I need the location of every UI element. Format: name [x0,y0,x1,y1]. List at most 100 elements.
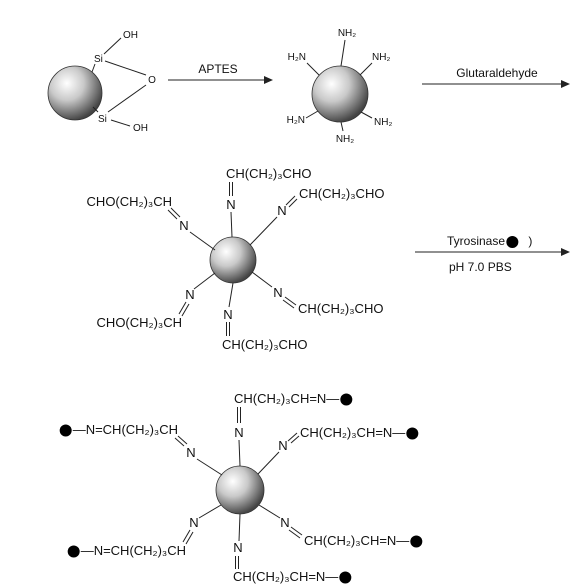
double-bond-line [284,296,297,306]
aldehyde-arm-right-bottom: CH(CH₂)₃CHO [298,301,383,316]
double-bond-line [287,432,298,442]
double-bond-line [285,195,296,206]
bond-line [340,39,346,67]
bond-line [340,121,344,132]
bond-line [230,211,233,238]
enzyme-arm-right-top: CH(CH₂)₃CH=N— [300,425,405,440]
reaction-arrow-aptes: APTES [168,62,273,84]
bond-line [198,504,222,519]
double-bond-line [290,526,303,536]
enzyme-arm-bottom: CH(CH₂)₃CH=N— [233,569,338,584]
double-bond-line [167,209,178,220]
bond-line [257,451,280,475]
enzyme-dot [410,535,423,548]
si-upper-label: Si [94,54,103,65]
bond-line [251,271,273,288]
immobilized-particle [215,465,265,515]
aminated-particle [311,65,369,123]
imine-nitrogen-label: N [233,540,242,555]
aldehyde-arm-top: CH(CH₂)₃CHO [226,166,311,181]
enzyme-dot [406,427,419,440]
bond-line [103,37,122,55]
double-bond-line [178,301,187,315]
imine-nitrogen-label: N [277,203,286,218]
arrowhead [561,80,570,88]
activated-particle [209,236,257,284]
aminated-structure: NH₂ H₂N NH₂ H₂N NH₂ NH₂ [287,28,393,145]
imine-nitrogen-label: N [185,287,194,302]
imine-nitrogen-label: N [223,307,232,322]
bond-line [305,110,319,119]
imine-nitrogen-label: N [189,515,198,530]
reagent-label-aptes: APTES [198,62,237,76]
enzyme-dot [506,236,519,248]
double-bond-line [182,529,191,543]
double-bond-line [177,435,188,445]
amine-group-left-bottom: H₂N [287,115,305,126]
activated-structure: CH(CH₂)₃CHO N CHO(CH₂)₃CH N N CH(CH₂)₃CH… [87,166,385,352]
bond-line [228,282,234,308]
imine-nitrogen-label: N [186,445,195,460]
bridging-oxygen-label: O [148,75,156,86]
arrowhead [264,76,273,84]
double-bond-line [288,198,298,208]
double-bond-line [185,531,194,545]
imine-nitrogen-label: N [234,425,243,440]
imine-nitrogen-label: N [280,515,289,530]
bond-line [107,84,147,113]
bond-line [238,439,241,467]
enzyme-arm-right-bottom: CH(CH₂)₃CH=N— [304,533,409,548]
bond-line [359,62,373,76]
enzyme-dot [340,393,353,406]
condition-label: pH 7.0 PBS [449,260,512,274]
bond-line [249,216,278,246]
reagent-label-glutaraldehyde: Glutaraldehyde [456,66,538,80]
immobilized-structure: CH(CH₂)₃CH=N— N —N=CH(CH₂)₃CH N N CH(CH₂… [59,391,423,584]
hydroxyl-upper-label: OH [123,30,138,41]
enzyme-arm-top: CH(CH₂)₃CH=N— [234,391,339,406]
arrowhead [561,248,570,256]
si-lower-label: Si [98,114,107,125]
imine-nitrogen-label: N [179,218,188,233]
silica-structure: Si OH O Si OH [47,30,156,134]
double-bond-line [288,529,301,539]
amine-group-right-bottom: NH₂ [374,117,392,128]
double-bond-line [290,435,300,444]
double-bond-line [170,207,181,218]
bond-line [193,272,216,290]
silica-particle [47,65,103,121]
hydroxyl-lower-label: OH [133,123,148,134]
bond-line [91,63,96,73]
enzyme-arm-left-bottom: —N=CH(CH₂)₃CH [81,543,186,558]
aldehyde-arm-left-bottom: CHO(CH₂)₃CH [97,315,182,330]
bond-line [360,111,373,119]
amine-group-right-top: NH₂ [372,52,390,63]
enzyme-dot [67,545,80,558]
bond-line [92,106,99,113]
aldehyde-arm-left-top: CHO(CH₂)₃CH [87,194,172,209]
bond-line [104,60,147,76]
reagent-label-tyrosinase: Tyrosinase [447,234,505,248]
aldehyde-arm-right-top: CH(CH₂)₃CHO [299,186,384,201]
double-bond-line [282,299,295,309]
amine-group-top: NH₂ [338,28,356,39]
imine-nitrogen-label: N [278,438,287,453]
enzyme-dot [339,571,352,584]
enzyme-dot [59,424,72,437]
imine-nitrogen-label: N [226,197,235,212]
reaction-arrow-tyrosinase: Tyrosinase ) pH 7.0 PBS [415,234,570,274]
amine-group-left-top: H₂N [288,52,306,63]
double-bond-line [174,437,185,447]
imine-nitrogen-label: N [273,285,282,300]
bond-line [189,231,216,251]
amine-group-bottom: NH₂ [336,134,354,145]
reagent-bracket: ) [528,234,532,248]
aldehyde-arm-bottom: CH(CH₂)₃CHO [222,337,307,352]
double-bond-line [181,303,190,317]
bond-line [238,513,241,542]
bond-line [258,504,281,519]
bond-line [196,458,223,476]
bond-line [110,119,131,127]
bond-line [306,62,320,76]
